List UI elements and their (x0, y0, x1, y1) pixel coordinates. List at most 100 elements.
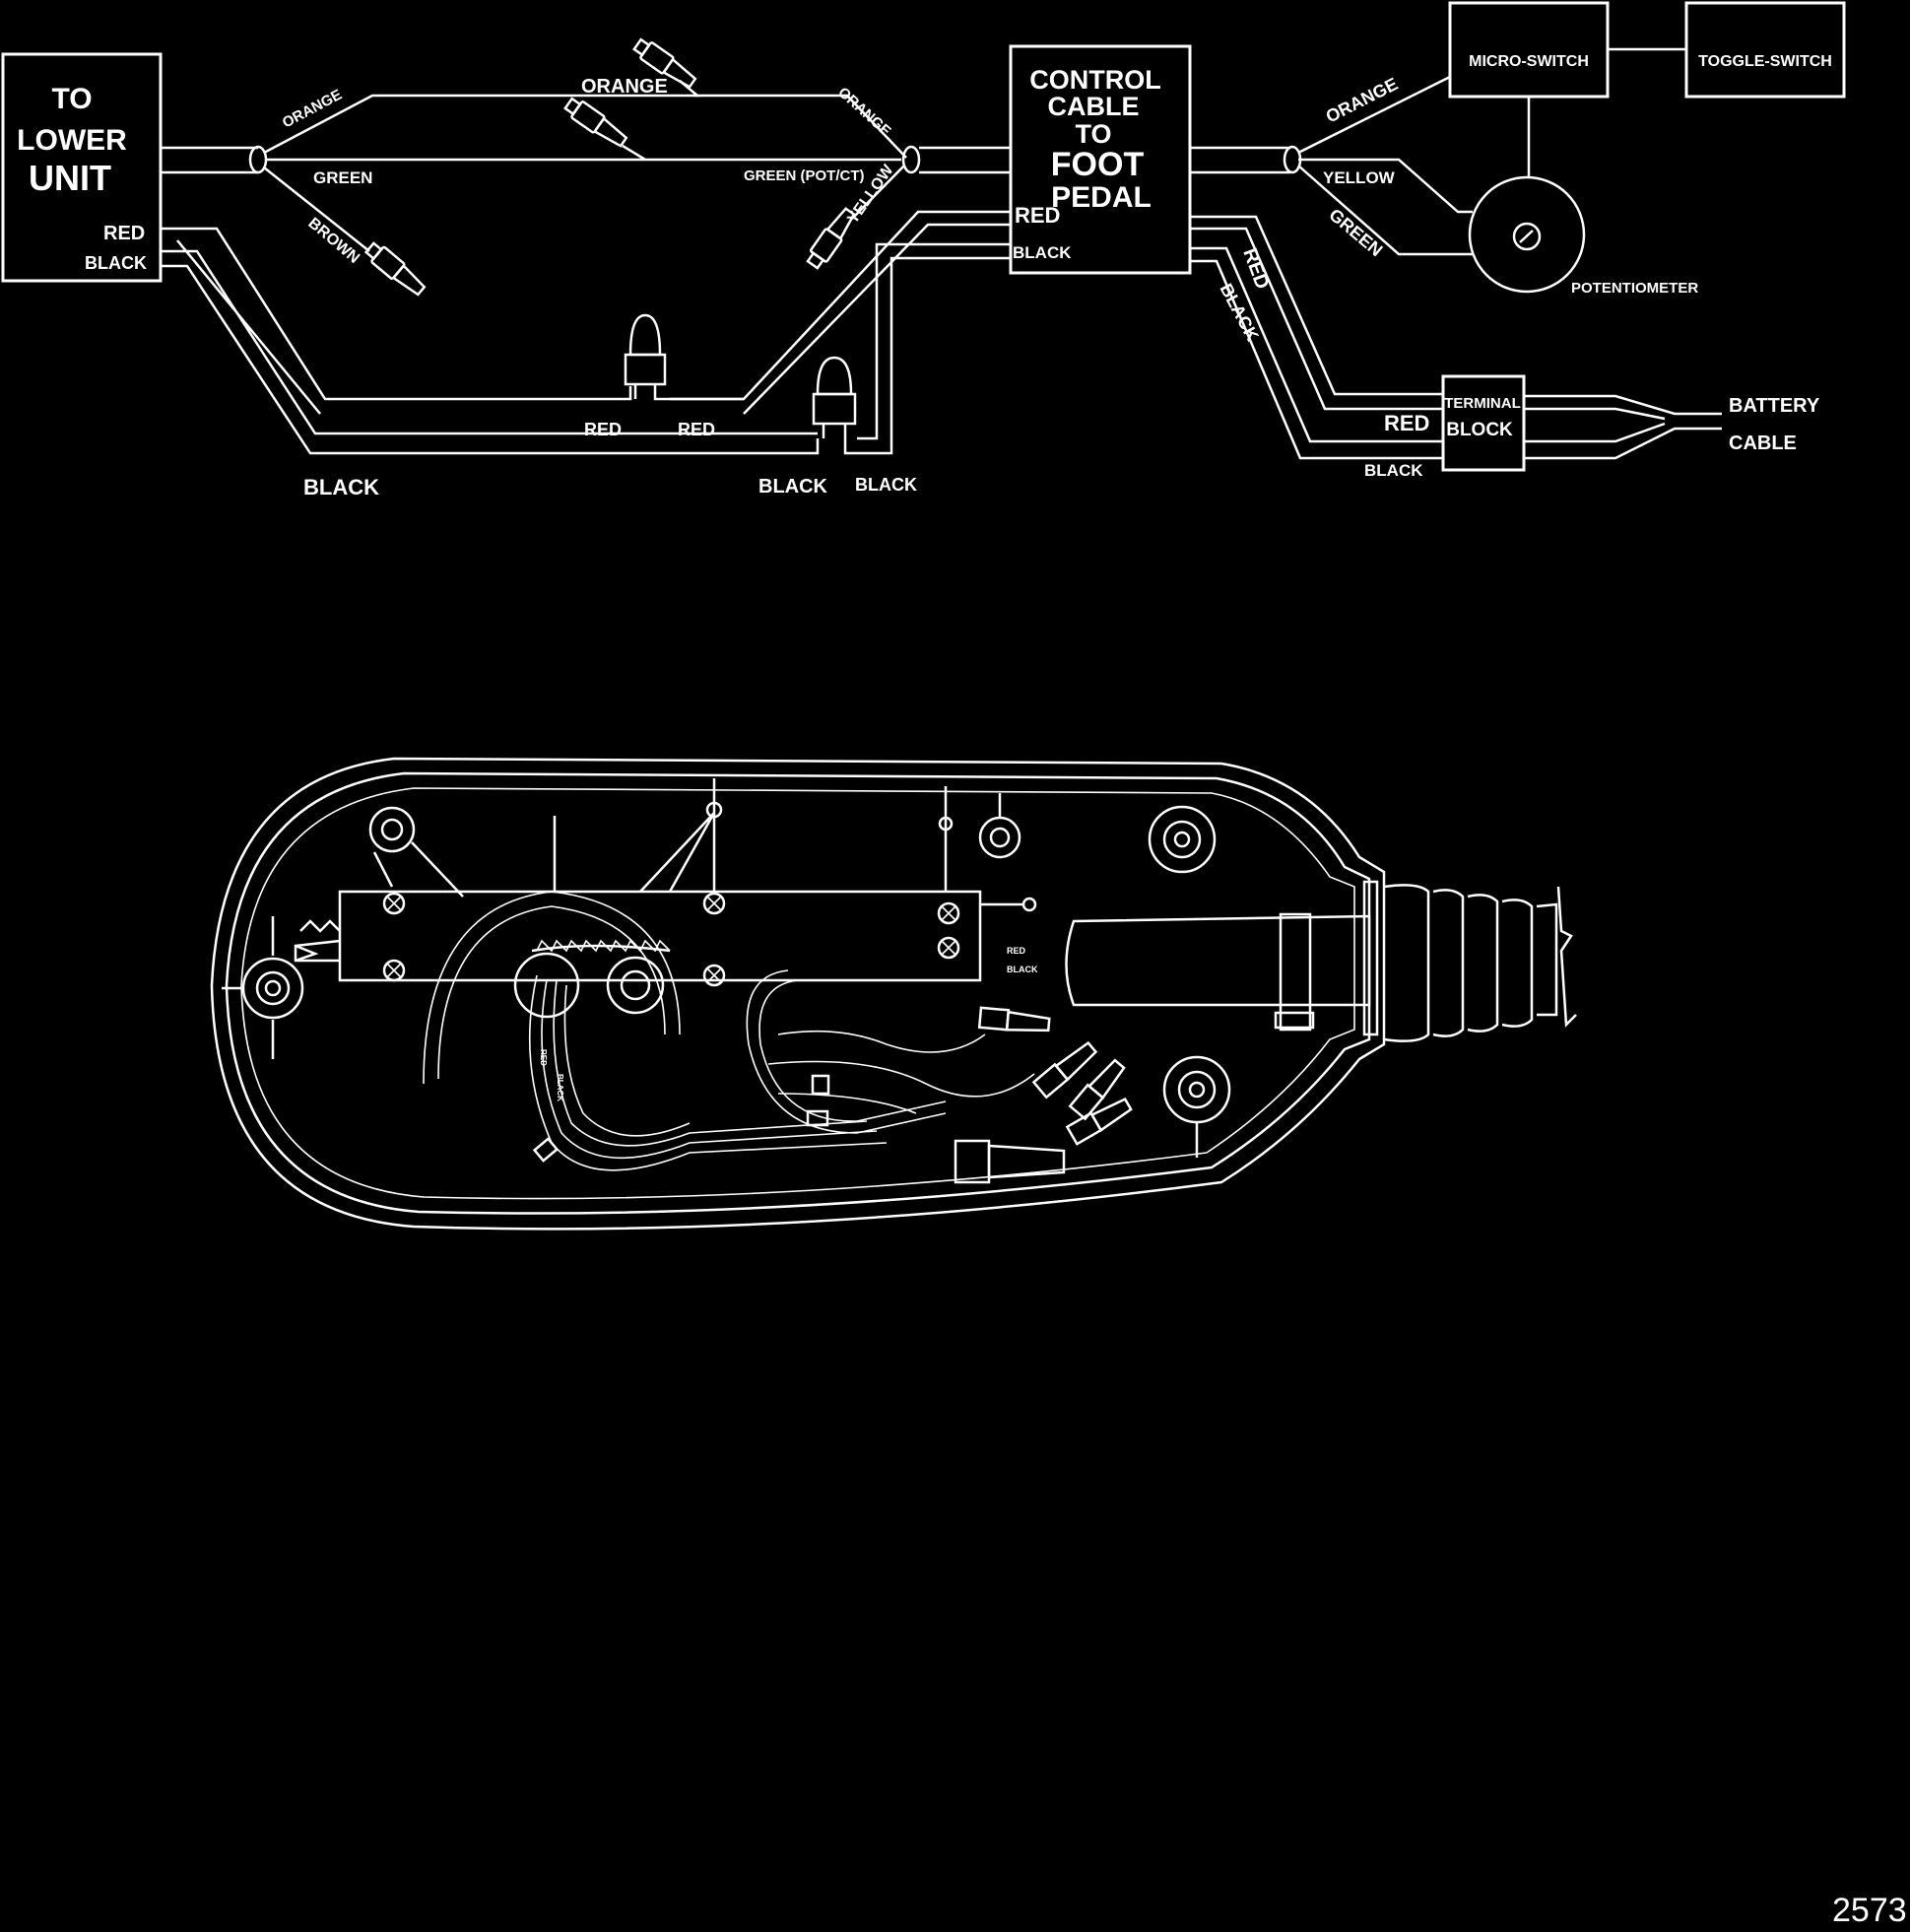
green-pot-wire (1297, 165, 1473, 256)
cable-strain-relief: RED BLACK (1007, 880, 1577, 1042)
red-conn-left-label: RED (584, 420, 622, 439)
board-screw-6 (937, 936, 960, 960)
battery-cable (1524, 394, 1722, 460)
control-cable-line-4: FOOT (1051, 146, 1145, 183)
board-screw-1 (382, 892, 406, 915)
housing-inner-shell (225, 771, 1371, 1215)
control-cable-left (919, 146, 1011, 174)
red-conn-right-label: RED (678, 420, 715, 439)
cable-tie-3 (806, 1109, 829, 1127)
toggle-switch-label: TOGGLE-SWITCH (1698, 53, 1832, 70)
housing-red-label: RED (1007, 946, 1026, 956)
green-wire-nut (563, 97, 646, 162)
lower-unit-line-2: LOWER (17, 124, 127, 157)
yellow-pot-label: YELLOW (1323, 168, 1396, 187)
red-wire-nut (624, 210, 1011, 401)
board-screw-4 (382, 959, 406, 982)
strut-knob-2 (938, 816, 954, 832)
black-wire-to-control (857, 242, 1011, 440)
orange-mid-label: ORANGE (581, 76, 668, 98)
motor-head-housing: RED BLACK RED BLACK (210, 757, 1577, 1231)
lower-unit-red-label: RED (103, 223, 145, 244)
cable-label: CABLE (1729, 433, 1797, 454)
red-down-label: RED (1238, 245, 1273, 292)
terminal-block-line-1: TERMINAL (1444, 395, 1521, 412)
yellow-wire-nut (806, 165, 905, 270)
control-cable-line-3: TO (1075, 119, 1111, 149)
gear-teeth (536, 939, 671, 953)
housing-wire-nuts (954, 1006, 1133, 1184)
housing-rim (240, 787, 1355, 1200)
control-splice (901, 145, 921, 174)
wiring-schematic: TO LOWER UNIT RED BLACK ORANGE ORANGE OR… (1, 1, 1846, 500)
mounting-post-bottom-right (1162, 1055, 1231, 1158)
housing-strut-3 (639, 778, 716, 893)
control-cable-line-2: CABLE (1048, 92, 1140, 121)
board-screw-3 (937, 901, 960, 925)
control-black-label: BLACK (1013, 243, 1072, 262)
green-label: GREEN (313, 168, 372, 187)
mounting-post-top-middle (978, 793, 1021, 859)
housing-red-vertical: RED (539, 1049, 548, 1066)
green-pot-ct-label: GREEN (POT/CT) (744, 167, 865, 184)
micro-switch-label: MICRO-SWITCH (1469, 53, 1589, 70)
red-battery-wire-2 (1190, 227, 1443, 411)
red-wire-lower-inner (176, 239, 321, 415)
lower-cable (161, 146, 258, 174)
red-wire-to-control (743, 223, 1011, 415)
black-battery-wire (1190, 246, 1443, 443)
orange-left-label: ORANGE (280, 87, 345, 132)
terminal-block: TERMINAL BLOCK (1441, 374, 1526, 472)
micro-switch-box: MICRO-SWITCH (1448, 1, 1610, 99)
red-terminal-label: RED (1384, 411, 1429, 435)
potentiometer-label: POTENTIOMETER (1571, 280, 1698, 297)
terminal-block-line-2: BLOCK (1446, 420, 1513, 440)
brown-wire-nut (363, 241, 427, 297)
yellow-pot-wire (1298, 158, 1473, 214)
housing-strut-1 (372, 841, 464, 898)
lower-unit-black-label: BLACK (85, 253, 147, 273)
board-screw-5 (702, 964, 726, 987)
board-teeth (299, 919, 341, 933)
cable-tie-2 (811, 1074, 830, 1096)
black-wire-lower (161, 249, 818, 435)
lower-unit-line-3: UNIT (29, 158, 111, 198)
black-wire-lower-outer (161, 264, 820, 455)
control-cable-box: CONTROL CABLE TO FOOT PEDAL RED BLACK (1009, 44, 1192, 275)
potentiometer: POTENTIOMETER (1468, 175, 1698, 297)
strut-knob-1 (705, 801, 723, 819)
black-terminal-label: BLACK (1364, 461, 1423, 480)
black-conn-left-label: BLACK (758, 476, 828, 498)
orange-right-label: ORANGE (834, 84, 893, 140)
orange-wire-nut (632, 37, 701, 98)
lower-unit-line-1: TO (51, 83, 92, 115)
black-bottom-left-label: BLACK (303, 475, 379, 500)
mounting-post-left (222, 916, 304, 1059)
brown-wire (263, 167, 370, 252)
control-red-label: RED (1015, 203, 1060, 228)
orange-switch-wire (1297, 75, 1451, 155)
black-battery-wire-2 (1190, 259, 1443, 460)
steering-gear (423, 891, 681, 1085)
green-pot-label: GREEN (1325, 205, 1386, 260)
housing-black-vertical: BLACK (556, 1074, 564, 1101)
switch-cable (1190, 146, 1290, 174)
circuit-board (294, 890, 1037, 987)
mounting-post-top-right (1148, 805, 1217, 874)
mounting-post-top-left (368, 806, 416, 853)
orange-wire-right (694, 94, 907, 159)
control-cable-line-5: PEDAL (1051, 181, 1152, 214)
wire-harness (528, 969, 1035, 1171)
toggle-switch-box: TOGGLE-SWITCH (1684, 1, 1846, 99)
figure-number: 2573 (1832, 1892, 1907, 1929)
red-battery-wire (1190, 215, 1443, 396)
housing-black-label: BLACK (1007, 965, 1038, 974)
black-wire-nut (812, 256, 1011, 455)
red-wire-lower (161, 227, 632, 401)
lower-unit-box: TO LOWER UNIT RED BLACK (1, 52, 163, 283)
board-screw-2 (702, 892, 726, 915)
housing-outer-shell (210, 757, 1386, 1231)
black-conn-right-label: BLACK (855, 475, 917, 495)
cable-tie-1 (532, 1137, 560, 1163)
